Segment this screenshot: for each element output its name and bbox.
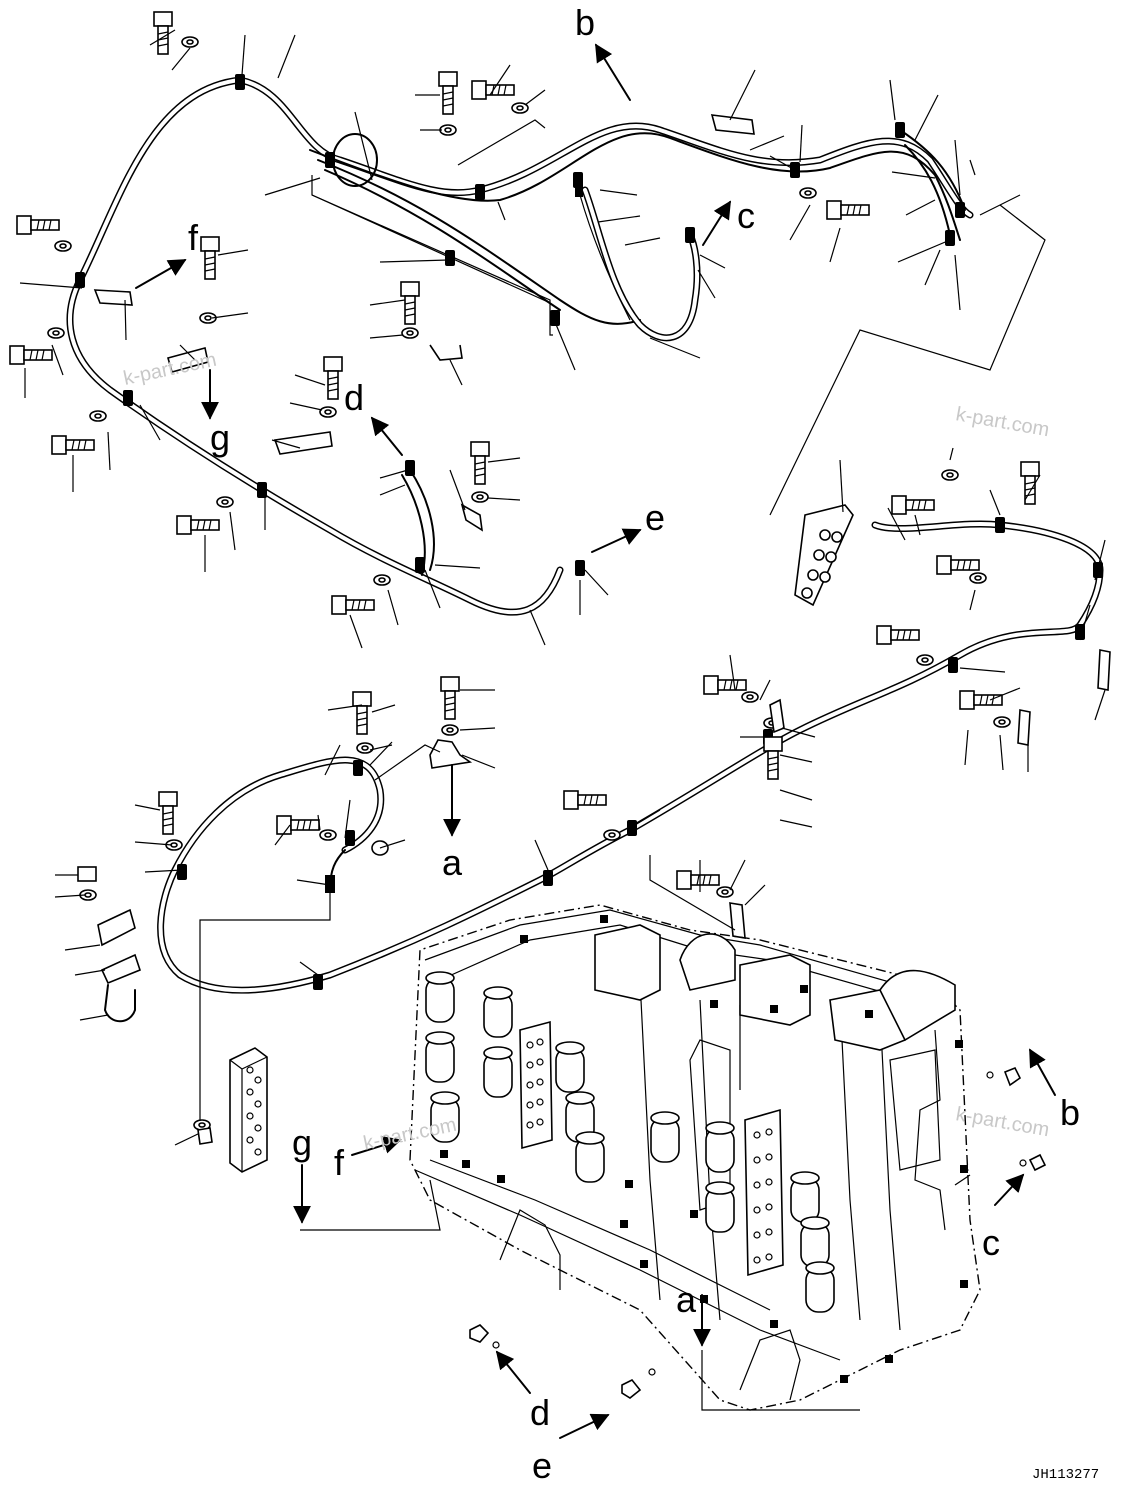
- label-c-bottom: c: [982, 1222, 1000, 1263]
- watermark-2: k-part.com: [954, 403, 1051, 441]
- label-d-bottom: d: [530, 1392, 550, 1433]
- label-b-top: b: [575, 2, 595, 43]
- label-d-top: d: [344, 377, 364, 418]
- control-valve-body: [300, 904, 1047, 1411]
- label-e-bottom: e: [532, 1445, 552, 1486]
- upper-hose-assembly: [9, 11, 1046, 649]
- watermark-4: k-part.com: [954, 1103, 1051, 1141]
- reference-arrows: [135, 43, 1056, 1439]
- drawing-code: JH113277: [1032, 1467, 1099, 1483]
- label-c-top: c: [737, 195, 755, 236]
- watermark-1: k-part.com: [121, 349, 218, 390]
- label-a-top: a: [442, 842, 463, 883]
- watermark-3: k-part.com: [361, 1114, 458, 1155]
- reference-labels: b c d e f g a b c d e f g a: [188, 2, 1080, 1486]
- label-f-top: f: [188, 217, 199, 258]
- right-hose-assembly: [54, 447, 1111, 1173]
- label-g-bottom: g: [292, 1122, 312, 1163]
- label-b-bottom: b: [1060, 1092, 1080, 1133]
- label-a-bottom: a: [676, 1279, 697, 1320]
- label-e-top: e: [645, 497, 665, 538]
- label-g-top: g: [210, 417, 230, 458]
- label-f-bottom: f: [334, 1142, 345, 1183]
